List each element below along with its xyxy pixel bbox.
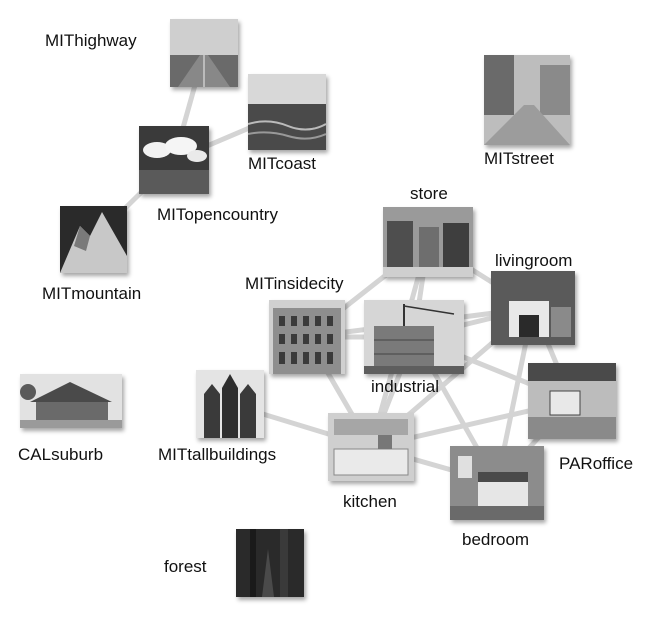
- thumb-MITinsidecity: [269, 300, 345, 374]
- label-kitchen: kitchen: [343, 492, 397, 511]
- thumb-MITopencountry: [139, 126, 209, 194]
- label-MIThighway: MIThighway: [45, 31, 137, 50]
- thumb-MITmountain: [60, 206, 127, 273]
- thumb-kitchen: [328, 413, 414, 481]
- thumb-MITstreet: [484, 55, 570, 145]
- label-industrial: industrial: [371, 377, 440, 396]
- label-PARoffice: PARoffice: [559, 454, 634, 473]
- label-MITcoast: MITcoast: [248, 154, 317, 173]
- label-forest: forest: [164, 557, 207, 576]
- thumb-CALsuburb: [20, 374, 122, 428]
- thumb-forest: [236, 529, 304, 597]
- label-MITtallbuildings: MITtallbuildings: [158, 445, 277, 464]
- thumb-MIThighway: [170, 19, 238, 87]
- thumb-bedroom: [450, 446, 544, 520]
- thumb-store: [383, 207, 473, 277]
- thumb-livingroom: [491, 271, 575, 345]
- thumb-PARoffice: [528, 363, 616, 439]
- label-livingroom: livingroom: [495, 251, 573, 270]
- label-MITstreet: MITstreet: [484, 149, 554, 168]
- label-MITopencountry: MITopencountry: [157, 205, 278, 224]
- thumb-MITtallbuildings: [196, 370, 264, 438]
- thumb-MITcoast: [248, 74, 326, 150]
- label-bedroom: bedroom: [462, 530, 530, 549]
- label-store: store: [410, 184, 448, 203]
- label-MITmountain: MITmountain: [42, 284, 142, 303]
- thumb-industrial: [364, 300, 464, 374]
- label-CALsuburb: CALsuburb: [18, 445, 104, 464]
- label-MITinsidecity: MITinsidecity: [245, 274, 344, 293]
